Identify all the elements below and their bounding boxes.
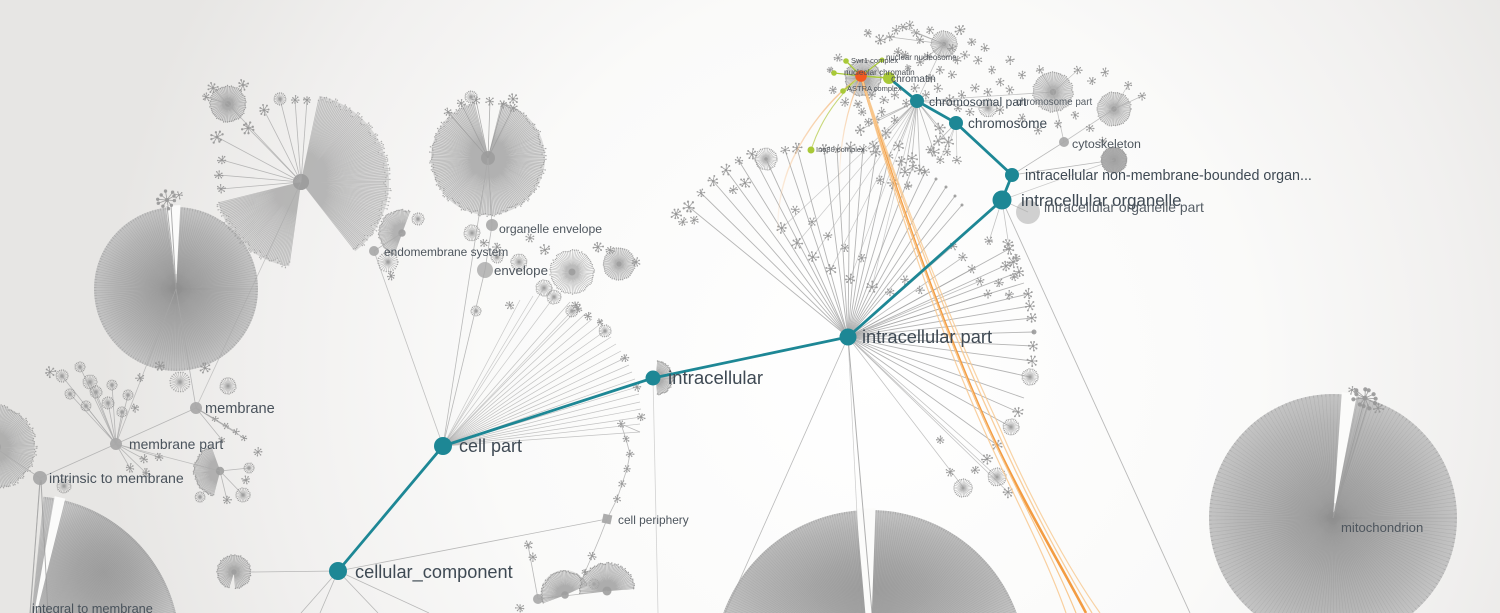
svg-text:Swr1 complex: Swr1 complex xyxy=(851,56,898,65)
svg-text:Ino80 complex: Ino80 complex xyxy=(816,145,865,154)
svg-text:chromosomal part: chromosomal part xyxy=(929,95,1027,109)
svg-text:membrane part: membrane part xyxy=(129,436,223,452)
svg-text:intracellular non-membrane-bou: intracellular non-membrane-bounded organ… xyxy=(1025,168,1312,184)
svg-text:intracellular organelle part: intracellular organelle part xyxy=(1044,199,1204,215)
svg-text:cell periphery: cell periphery xyxy=(618,513,689,527)
svg-text:intracellular part: intracellular part xyxy=(862,326,992,347)
svg-text:chromosome: chromosome xyxy=(968,116,1047,131)
svg-text:cell part: cell part xyxy=(459,436,522,456)
svg-text:endomembrane system: endomembrane system xyxy=(384,245,508,259)
svg-text:membrane: membrane xyxy=(205,401,275,417)
svg-text:cytoskeleton: cytoskeleton xyxy=(1072,137,1141,151)
svg-text:nucleolar chromatin: nucleolar chromatin xyxy=(844,68,915,77)
svg-text:mitochondrion: mitochondrion xyxy=(1341,520,1423,535)
svg-text:envelope: envelope xyxy=(494,263,548,278)
svg-text:intrinsic to membrane: intrinsic to membrane xyxy=(49,470,184,486)
svg-text:integral to membrane: integral to membrane xyxy=(32,601,153,613)
svg-text:intracellular: intracellular xyxy=(668,367,763,388)
svg-text:intracellular organelle: intracellular organelle xyxy=(1021,191,1182,210)
svg-text:cellular_component: cellular_component xyxy=(355,562,513,583)
svg-text:nuclear nucleosome: nuclear nucleosome xyxy=(886,53,957,62)
svg-text:chromosome part: chromosome part xyxy=(1016,97,1093,108)
svg-text:organelle envelope: organelle envelope xyxy=(499,222,602,236)
svg-text:ASTRA complex: ASTRA complex xyxy=(847,84,902,93)
svg-text:chromatin: chromatin xyxy=(891,74,936,85)
